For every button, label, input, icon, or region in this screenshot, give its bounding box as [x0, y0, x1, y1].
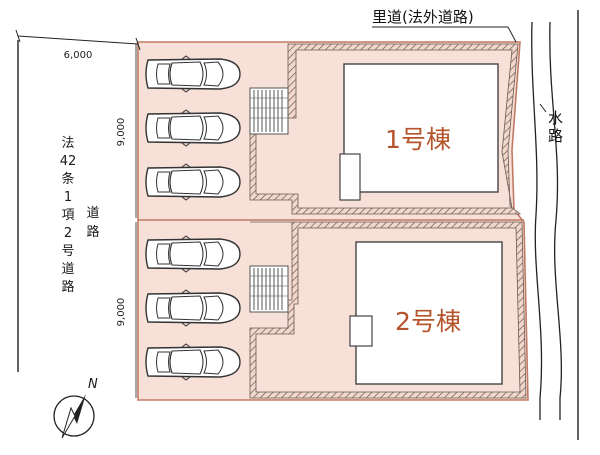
- road-label-1-do: 道: [61, 262, 74, 277]
- building-2-footprint: [355, 241, 503, 385]
- width-dimension: [15, 29, 141, 51]
- road-label-1-ro: 路: [61, 279, 74, 295]
- satomichi-label: 里道(法外道路): [372, 8, 474, 26]
- car-lot-1-2: [145, 109, 241, 147]
- retaining-wall-lot-2: [249, 221, 527, 399]
- suiro-leader: [539, 103, 547, 113]
- road-label-2-ro: 路: [86, 224, 99, 240]
- road-label-2-do: 道: [86, 206, 99, 221]
- building-2-entrance: [349, 315, 373, 347]
- car-lot-1-3: [145, 163, 241, 201]
- water-channel-left-bank: [531, 21, 543, 420]
- building-1-footprint: [343, 63, 499, 193]
- building-1-entrance: [339, 153, 361, 201]
- lot-1-depth-label: 9,000: [116, 118, 127, 147]
- car-lot-2-2: [145, 289, 241, 327]
- stairs-lot-1: [249, 87, 289, 135]
- north-label: N: [88, 377, 98, 392]
- lot-2-depth-label: 9,000: [116, 298, 127, 327]
- car-lot-1-1: [145, 55, 241, 93]
- suiro-label-1: 水: [548, 109, 563, 127]
- road-label-1-1: 1: [64, 190, 72, 205]
- road-label-1-42: 42: [60, 154, 77, 169]
- north-compass: [53, 394, 95, 439]
- road-label-1-ho: 法: [61, 136, 74, 151]
- water-channel-right-bank: [549, 21, 563, 420]
- road-label-1-go: 号: [61, 244, 74, 259]
- building-2-label: 2号棟: [395, 307, 461, 336]
- suiro-label-2: 路: [548, 127, 563, 145]
- road-label-1-jo: 条: [61, 171, 74, 187]
- stairs-lot-2: [249, 265, 289, 313]
- building-1-label: 1号棟: [385, 125, 451, 154]
- road-label-1-ko: 項: [61, 208, 74, 223]
- car-lot-2-1: [145, 235, 241, 273]
- car-lot-2-3: [145, 343, 241, 381]
- road-label-1-2: 2: [64, 226, 72, 241]
- satomichi-leader-down: [507, 26, 517, 43]
- width-dimension-label: 6,000: [64, 50, 93, 61]
